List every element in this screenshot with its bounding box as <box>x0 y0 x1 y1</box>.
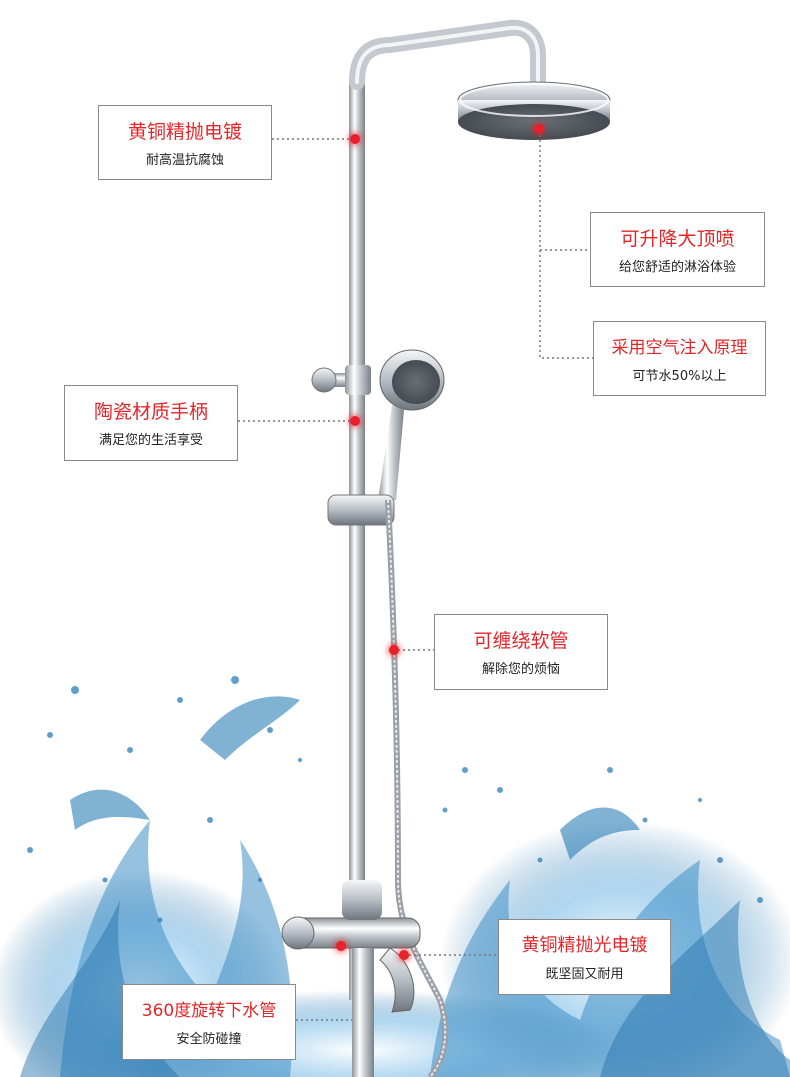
callout-subtitle: 耐高温抗腐蚀 <box>145 153 224 168</box>
callout-top-shower: 可升降大顶喷 给您舒适的淋浴体验 <box>590 212 765 287</box>
callout-title: 可缠绕软管 <box>473 630 569 652</box>
callout-title: 可升降大顶喷 <box>620 228 735 250</box>
callout-title: 360度旋转下水管 <box>141 1001 277 1021</box>
callout-rotating-spout: 360度旋转下水管 安全防碰撞 <box>122 984 296 1060</box>
marker-dot-shower-face <box>534 124 544 134</box>
callout-title: 采用空气注入原理 <box>611 338 748 358</box>
marker-dot-spout <box>336 941 346 951</box>
marker-dot-hose <box>389 645 399 655</box>
marker-dot-handle <box>350 416 360 426</box>
riser-pipe <box>349 80 365 1000</box>
slide-holder <box>327 494 395 526</box>
callout-title: 黄铜精抛电镀 <box>127 121 242 143</box>
callout-subtitle: 既坚固又耐用 <box>545 967 624 982</box>
callout-subtitle: 可节水50%以上 <box>632 369 727 384</box>
callout-wrap-hose: 可缠绕软管 解除您的烦恼 <box>434 614 608 690</box>
callout-subtitle: 给您舒适的淋浴体验 <box>618 260 736 275</box>
wall-bracket <box>311 365 371 395</box>
mixer-valve <box>281 880 421 1077</box>
marker-dot-valve <box>399 950 409 960</box>
leader-lines <box>238 130 593 1021</box>
callout-brass-polish: 黄铜精抛电镀 耐高温抗腐蚀 <box>98 105 272 180</box>
callout-title: 黄铜精抛光电镀 <box>521 935 648 956</box>
marker-dot-pipe <box>350 134 360 144</box>
callout-air-injection: 采用空气注入原理 可节水50%以上 <box>593 321 766 396</box>
callout-title: 陶瓷材质手柄 <box>93 401 208 423</box>
hand-shower <box>378 349 445 500</box>
callout-subtitle: 满足您的生活享受 <box>98 433 203 448</box>
rain-shower-head <box>457 81 611 140</box>
callout-subtitle: 安全防碰撞 <box>176 1032 242 1047</box>
callout-brass-polish-2: 黄铜精抛光电镀 既坚固又耐用 <box>498 919 671 995</box>
callout-ceramic-handle: 陶瓷材质手柄 满足您的生活享受 <box>64 385 238 461</box>
callout-subtitle: 解除您的烦恼 <box>481 662 560 677</box>
